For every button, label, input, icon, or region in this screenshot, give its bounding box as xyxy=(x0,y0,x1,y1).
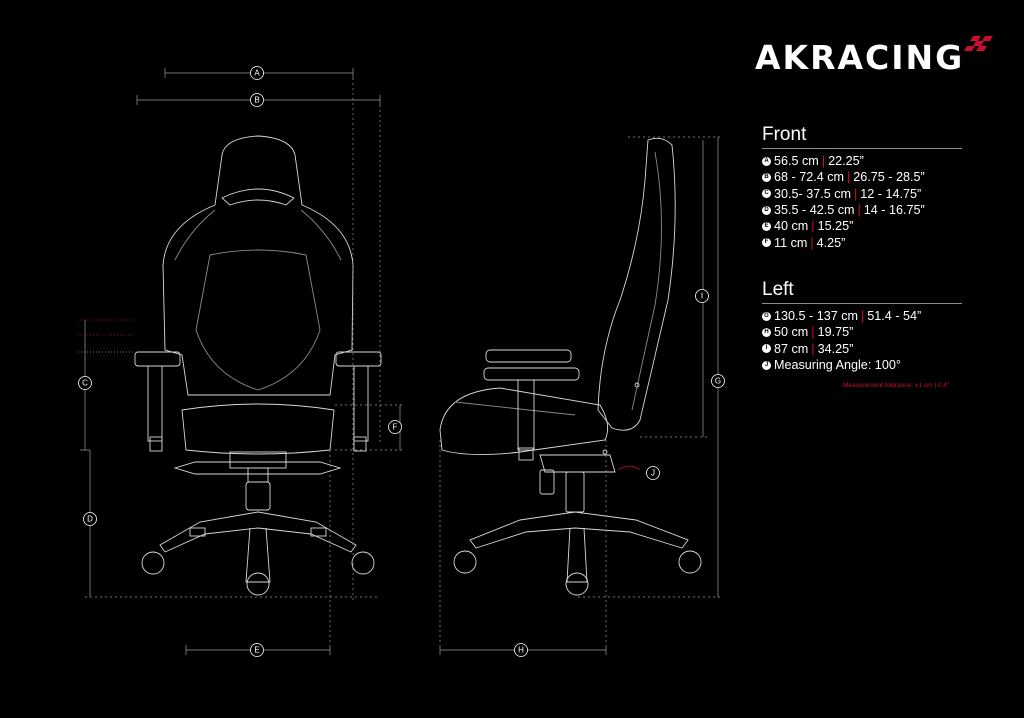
label-b: B xyxy=(250,93,264,107)
svg-text:G: G xyxy=(715,377,721,386)
dimension-lines xyxy=(78,68,723,655)
svg-text:I: I xyxy=(701,292,703,301)
left-divider xyxy=(762,303,962,304)
front-chair-outline xyxy=(134,135,382,596)
svg-text:H: H xyxy=(518,646,524,655)
svg-text:J: J xyxy=(651,469,655,478)
svg-text:C: C xyxy=(82,379,88,388)
label-f: F xyxy=(388,420,402,434)
dimension-labels: A B C D E F G H I J xyxy=(78,66,725,657)
brand-name: AKRACING xyxy=(755,38,965,77)
label-e: E xyxy=(250,643,264,657)
checkered-flag-icon xyxy=(964,36,993,51)
svg-text:F: F xyxy=(393,423,398,432)
label-i: I xyxy=(695,289,709,303)
front-divider xyxy=(762,148,962,149)
brand-logo: AKRACING xyxy=(755,36,993,78)
svg-text:D: D xyxy=(87,515,93,524)
label-a: A xyxy=(250,66,264,80)
side-chair-outline xyxy=(439,137,702,596)
label-j: J xyxy=(646,466,660,480)
svg-text:A: A xyxy=(254,69,260,78)
label-h: H xyxy=(514,643,528,657)
label-d: D xyxy=(83,512,97,526)
front-title: Front xyxy=(762,124,807,145)
left-title: Left xyxy=(762,279,794,300)
svg-text:B: B xyxy=(254,96,259,105)
svg-text:E: E xyxy=(254,646,259,655)
label-c: C xyxy=(78,376,92,390)
tolerance-note: Measurement tolerance: ±1 cm | 0.4” xyxy=(843,382,950,389)
label-g: G xyxy=(711,374,725,388)
